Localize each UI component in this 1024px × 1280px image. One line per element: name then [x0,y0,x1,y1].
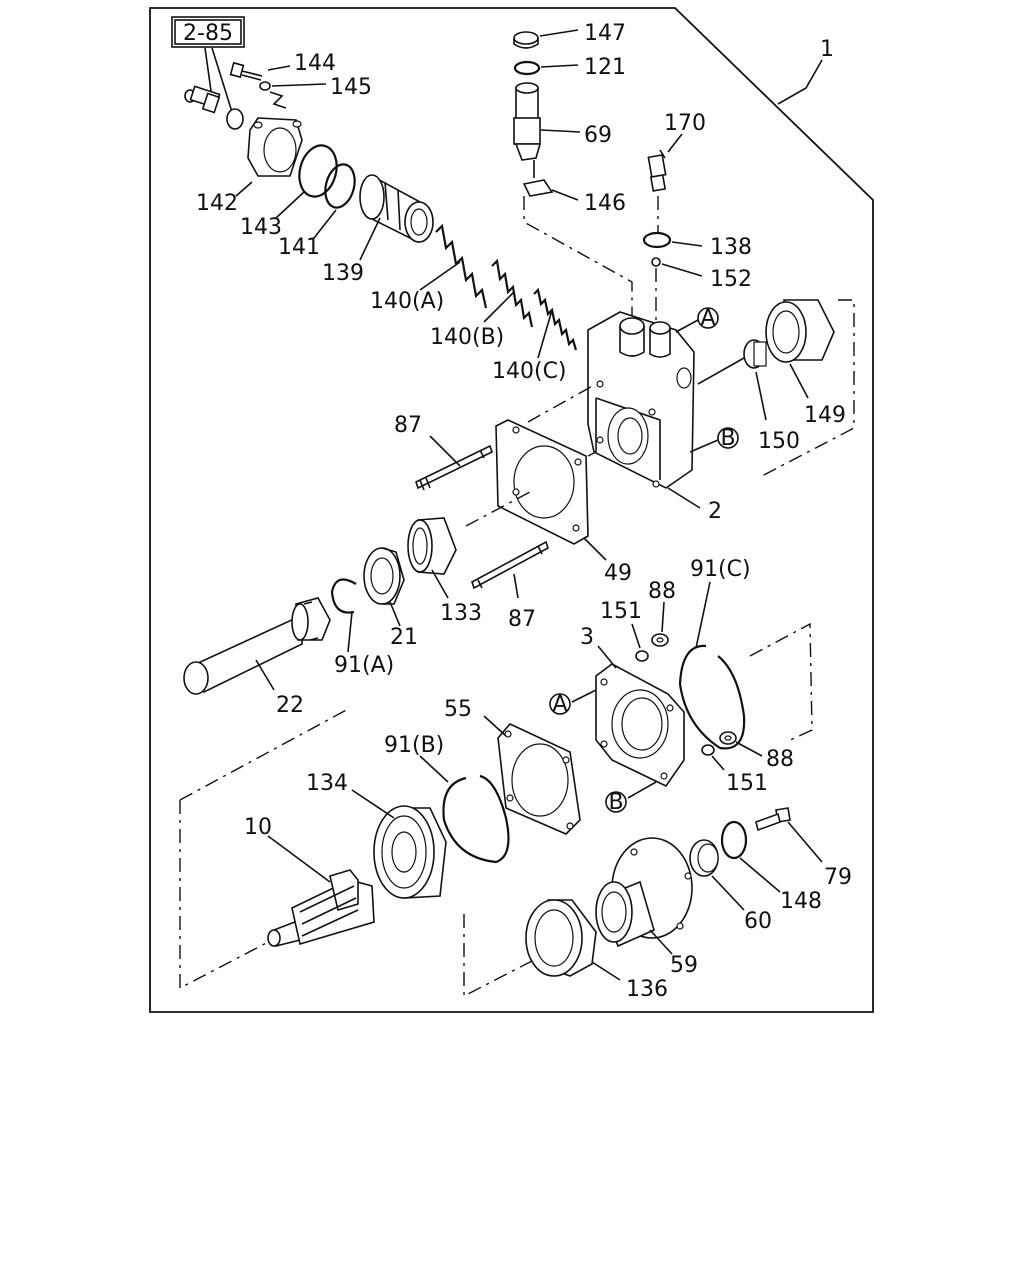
label-3: 3 [580,625,594,650]
part-60-plate [689,839,719,877]
label-140b: 140(B) [430,325,504,350]
svg-text:A: A [552,692,567,717]
part-149-bearing [765,299,835,363]
part-141-o-ring [324,163,356,209]
label-144: 144 [294,51,336,76]
part-142-cover [247,117,303,177]
part-134-bearing [373,805,447,899]
fitting-washer [226,108,244,130]
label-136: 136 [626,977,668,1002]
label-134: 134 [306,771,348,796]
svg-text:B: B [608,790,623,815]
label-139: 139 [322,261,364,286]
part-145-washer [259,81,271,91]
label-22: 22 [276,693,304,718]
part-87-stud-lower [471,540,549,590]
part-138-washer [642,231,672,249]
part-140a-spring [435,223,488,309]
callout-a-top: A [697,306,719,331]
label-150: 150 [758,429,800,454]
svg-text:A: A [700,306,715,331]
part-59-flange [595,837,693,948]
part-91c-snap-ring [678,644,746,750]
label-87-lower: 87 [508,607,536,632]
part-150-needle-bearing [743,339,767,369]
reference-box[interactable]: 2-85 [171,16,245,48]
part-49-gasket [495,419,589,545]
label-59: 59 [670,953,698,978]
label-88-upper: 88 [648,579,676,604]
label-10: 10 [244,815,272,840]
label-69: 69 [584,123,612,148]
part-91b-snap-ring [442,774,510,864]
part-79-bolt [755,807,791,832]
label-147: 147 [584,21,626,46]
part-136-seal [525,899,597,977]
part-140b-spring [491,258,534,328]
part-88-nut-lower [719,731,737,745]
label-145: 145 [330,75,372,100]
label-88-lower: 88 [766,747,794,772]
part-10-gear-shaft [267,869,375,947]
label-21: 21 [390,625,418,650]
label-121: 121 [584,55,626,80]
label-140a: 140(A) [370,289,444,314]
label-138: 138 [710,235,752,260]
label-170: 170 [664,111,706,136]
part-labels: 147 121 69 146 170 138 152 1 144 145 142… [196,21,852,1002]
label-146: 146 [584,191,626,216]
label-2: 2 [708,499,722,524]
label-151-upper: 151 [600,599,642,624]
label-140c: 140(C) [492,359,567,384]
diagram-frame [149,7,874,1013]
part-87-stud-upper [415,444,493,491]
callout-b-bottom: B [605,790,627,815]
part-133-race [407,517,457,575]
label-143: 143 [240,215,282,240]
part-152-ball [651,257,661,267]
reference-box-label: 2-85 [183,21,233,46]
part-121-ring [513,60,541,76]
part-151-washer-lower [701,744,715,756]
label-151-lower: 151 [726,771,768,796]
part-143-o-ring [298,144,338,198]
label-60: 60 [744,909,772,934]
label-79: 79 [824,865,852,890]
part-140c-spring [533,287,578,351]
label-149: 149 [804,403,846,428]
label-91b: 91(B) [384,733,444,758]
part-144-bolt [229,61,263,81]
part-146-shoe [522,160,554,197]
label-133: 133 [440,601,482,626]
part-22-shaft [183,597,331,695]
part-69-plunger [513,82,542,161]
label-55: 55 [444,697,472,722]
part-148-o-ring [720,820,748,860]
part-170-sensor [647,149,667,192]
label-87-upper: 87 [394,413,422,438]
part-88-nut-upper [651,633,669,647]
part-3-flange [595,663,685,788]
callout-b-top: B [717,426,739,451]
svg-text:B: B [720,426,735,451]
label-91a: 91(A) [334,653,394,678]
part-2-housing [587,311,695,489]
part-91a-snap-ring [330,578,357,614]
callout-a-bottom: A [549,692,571,717]
label-49: 49 [604,561,632,586]
label-91c: 91(C) [690,557,751,582]
label-142: 142 [196,191,238,216]
part-147-cap [513,31,539,49]
label-152: 152 [710,267,752,292]
label-148: 148 [780,889,822,914]
part-21-bearing [363,547,405,605]
label-141: 141 [278,235,320,260]
label-1: 1 [820,37,834,62]
part-139-sleeve [359,174,434,244]
part-55-gasket [497,723,581,835]
part-151-washer-upper [635,650,649,662]
part-fitting [184,85,221,114]
